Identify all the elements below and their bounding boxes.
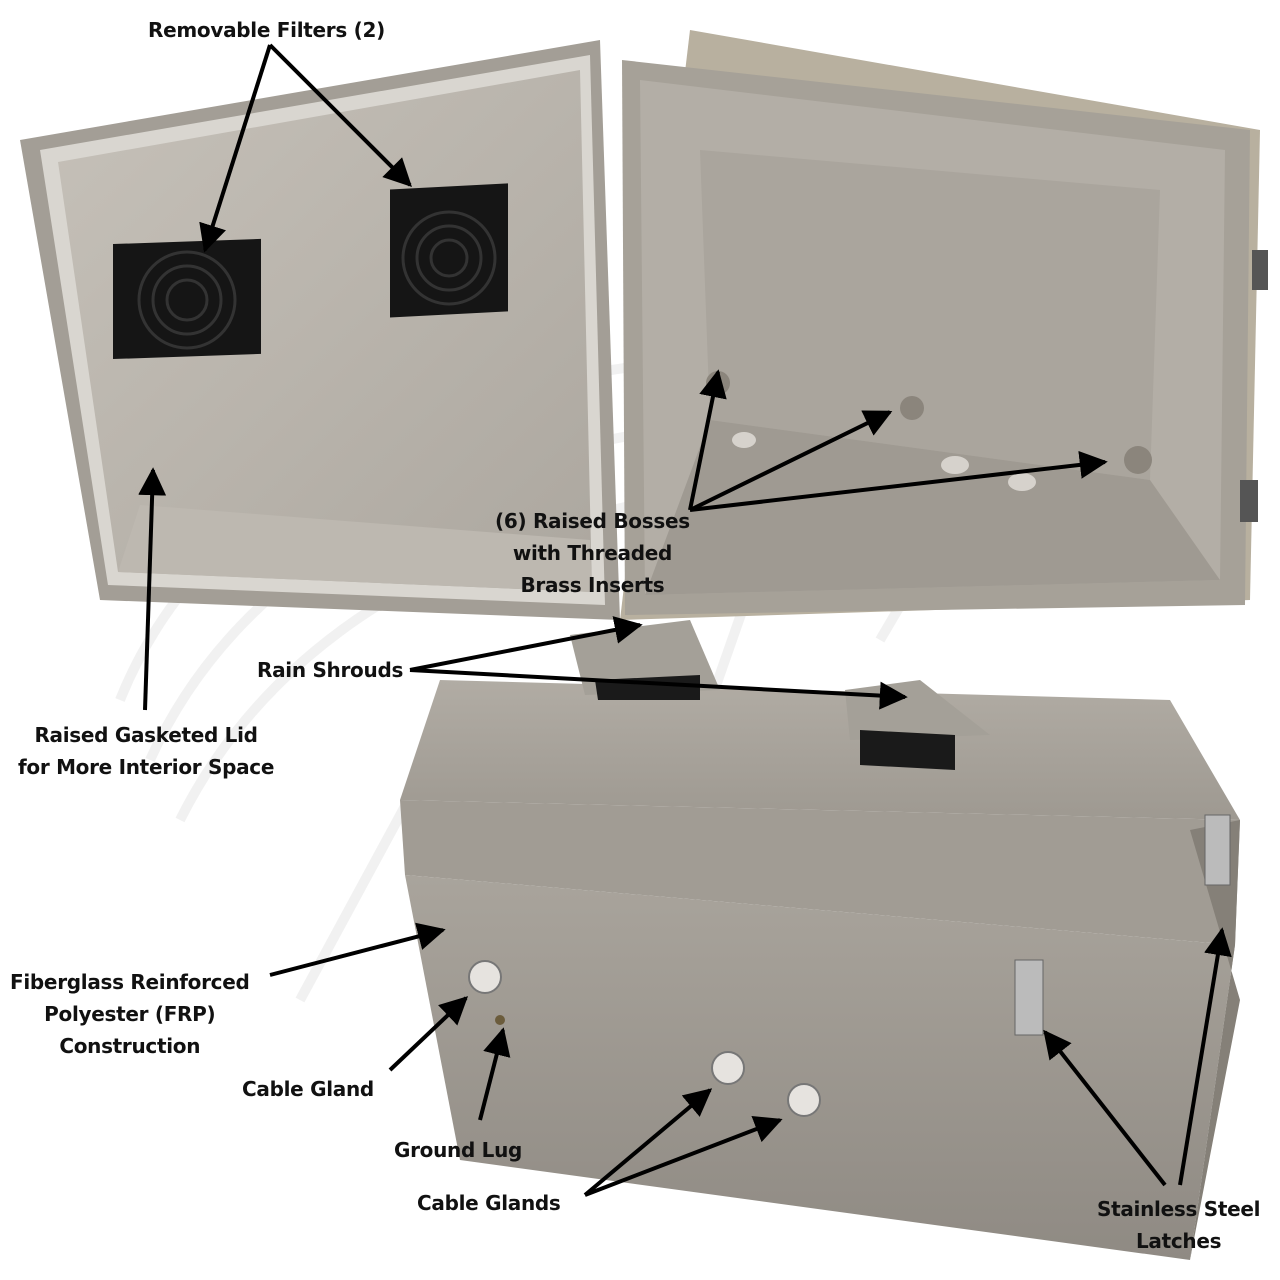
closed-enclosure — [400, 620, 1240, 1260]
label-line: Brass Inserts — [520, 573, 665, 597]
filter-grille-2 — [390, 183, 508, 318]
label-line: (6) Raised Bosses — [495, 509, 690, 533]
label-cable-glands: Cable Glands — [417, 1191, 561, 1215]
label-raised-bosses: (6) Raised Bosses with Threaded Brass In… — [495, 505, 690, 601]
cable-gland — [468, 960, 821, 1117]
latch — [1252, 250, 1268, 290]
latch — [1240, 480, 1258, 522]
label-line: Latches — [1135, 1229, 1222, 1253]
latch — [1014, 959, 1044, 1036]
latch — [1204, 814, 1231, 886]
label-rain-shrouds: Rain Shrouds — [257, 658, 404, 682]
label-frp-construction: Fiberglass Reinforced Polyester (FRP) Co… — [10, 966, 250, 1062]
label-removable-filters: Removable Filters (2) — [148, 18, 385, 42]
label-line: for More Interior Space — [18, 755, 275, 779]
label-line: with Threaded — [512, 541, 673, 565]
filter-grille-1 — [113, 238, 261, 360]
callout-arrows — [138, 43, 1232, 1197]
open-door-panel — [20, 40, 620, 620]
open-enclosure-body — [620, 30, 1268, 620]
label-cable-gland: Cable Gland — [242, 1077, 374, 1101]
label-line: Construction — [59, 1034, 201, 1058]
rain-shroud-1 — [570, 620, 720, 700]
ground-lug — [495, 1015, 505, 1025]
label-line: Stainless Steel — [1097, 1197, 1261, 1221]
label-line: Raised Gasketed Lid — [34, 723, 258, 747]
label-stainless-latches: Stainless Steel Latches — [1097, 1193, 1261, 1257]
label-ground-lug: Ground Lug — [394, 1138, 523, 1162]
label-line: Fiberglass Reinforced — [10, 970, 250, 994]
label-raised-lid: Raised Gasketed Lid for More Interior Sp… — [18, 719, 274, 783]
label-line: Polyester (FRP) — [44, 1002, 216, 1026]
knockout — [732, 432, 1036, 491]
